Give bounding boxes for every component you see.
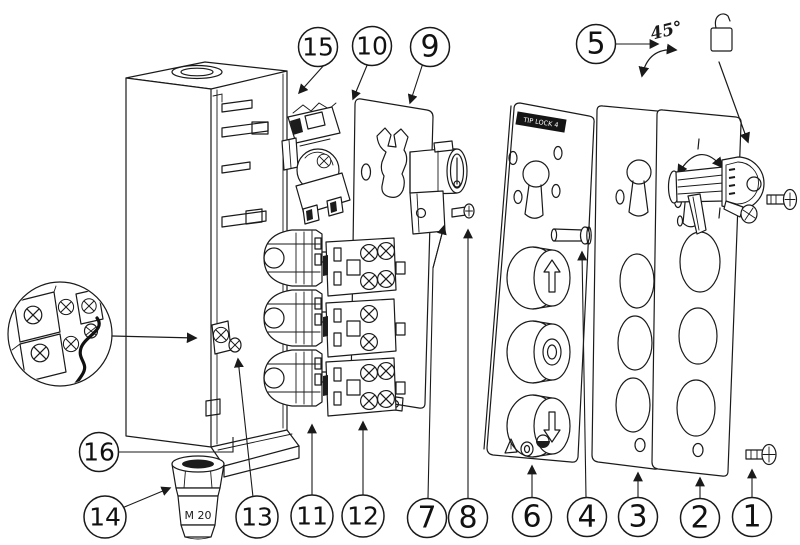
callout-10: 10: [351, 25, 393, 101]
callout-7: 7: [406, 224, 448, 539]
svg-text:3: 3: [628, 500, 647, 535]
svg-text:5: 5: [586, 27, 605, 62]
cylinder-screw: [451, 203, 475, 219]
callout-4: 4: [566, 250, 608, 538]
svg-text:9: 9: [420, 30, 439, 65]
callout-12: 12: [341, 420, 385, 538]
detail-leader-line: [111, 332, 198, 344]
ring-icon: [520, 441, 534, 457]
key: [667, 138, 765, 235]
cable-gland: M 20: [171, 455, 225, 540]
svg-text:16: 16: [83, 438, 115, 467]
front-panel: TIP LOCK 4: [483, 102, 595, 463]
fixing-screw-mid: [723, 200, 758, 224]
key-rotation-arrow: [677, 153, 724, 176]
svg-text:10: 10: [356, 32, 388, 61]
padlock-icon: [710, 13, 733, 52]
detail-view-circle: [7, 281, 198, 387]
svg-text:14: 14: [89, 503, 121, 532]
svg-text:4: 4: [577, 500, 596, 535]
callout-9: 9: [407, 26, 451, 105]
callout-6: 6: [511, 464, 553, 538]
callout-2: 2: [679, 476, 721, 539]
padlock-leader-line: [718, 61, 750, 144]
microswitch: [263, 289, 331, 347]
lock-cylinder: [409, 140, 468, 235]
svg-text:6: 6: [522, 500, 541, 535]
key-blade: [687, 193, 707, 235]
stop-ring-icon: [542, 338, 562, 366]
triangle-icon: [504, 438, 518, 454]
gland-size-label: M 20: [185, 509, 212, 522]
fixing-screw-right: [766, 188, 798, 211]
svg-text:2: 2: [690, 501, 709, 536]
microswitches: [263, 229, 331, 407]
enclosure-box: [125, 61, 300, 478]
switch-mechanism: [281, 102, 351, 225]
bottom-screw: [745, 443, 777, 466]
panel-nameplate: [515, 111, 567, 133]
terminal-block: [323, 237, 406, 297]
callout-5: 5: [575, 23, 660, 65]
button-stop: [506, 320, 571, 384]
svg-text:13: 13: [241, 503, 273, 532]
svg-text:7: 7: [417, 501, 436, 536]
callout-1: 1: [731, 468, 773, 538]
callout-13: 13: [233, 357, 279, 539]
angle-label: 45°: [648, 17, 684, 44]
angle-rotation-arrow: [638, 43, 678, 78]
svg-text:8: 8: [458, 501, 477, 536]
callout-8: 8: [447, 228, 489, 539]
microswitch: [263, 229, 331, 287]
terminal-blocks: [323, 237, 406, 417]
down-arrow-icon: [543, 411, 561, 443]
axle-pin: [550, 226, 592, 245]
svg-text:15: 15: [302, 33, 334, 62]
terminal-block: [323, 357, 406, 417]
svg-text:11: 11: [296, 502, 328, 531]
up-arrow-icon: [543, 259, 561, 293]
panel-bottom-icons: [504, 434, 550, 457]
button-up: [506, 246, 571, 310]
callout-3: 3: [617, 471, 659, 538]
cam-cutout: [376, 127, 409, 198]
panel-keyhole: [522, 160, 550, 219]
earth-terminal: [211, 320, 242, 355]
callout-14: 14: [83, 486, 172, 539]
svg-text:1: 1: [742, 500, 761, 535]
callout-15: 15: [297, 26, 339, 95]
terminal-block: [323, 298, 406, 358]
callout-11: 11: [290, 423, 334, 538]
callout-16: 16: [78, 431, 234, 473]
button-down: [506, 394, 571, 458]
svg-text:12: 12: [347, 502, 379, 531]
microswitch: [263, 349, 331, 407]
earth-wire: [65, 316, 101, 385]
